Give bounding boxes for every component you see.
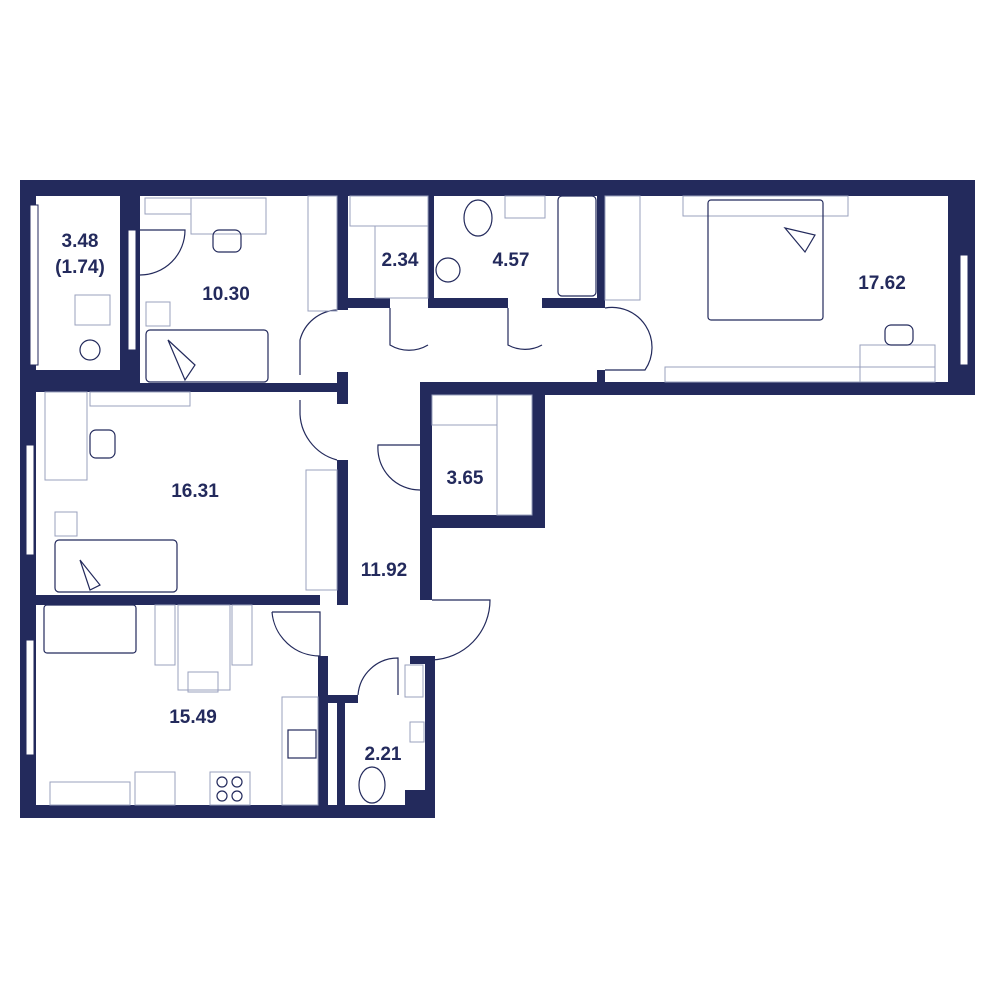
bed — [145, 329, 269, 383]
area-balcony: 3.48 — [62, 231, 99, 252]
double-bed — [707, 199, 824, 321]
bathtub — [557, 195, 597, 297]
room-labels: 3.48 (1.74) 10.30 2.34 4.57 17.62 16.31 … — [55, 231, 906, 765]
windows — [25, 204, 969, 756]
area-wardrobe-2: 3.65 — [447, 468, 484, 489]
sofa — [43, 604, 137, 654]
toilet-2 — [358, 766, 386, 804]
area-balcony-reduced: (1.74) — [55, 257, 105, 278]
sink — [287, 729, 317, 759]
area-kitchen-living: 15.49 — [169, 707, 217, 728]
plant — [79, 339, 101, 361]
doors — [139, 229, 653, 696]
area-wardrobe-1: 2.34 — [382, 250, 419, 271]
bed-2 — [54, 539, 178, 593]
washer — [435, 257, 461, 283]
area-bathroom: 4.57 — [493, 250, 530, 271]
toilet — [463, 199, 493, 237]
furniture — [43, 195, 936, 806]
area-bedroom-small: 10.30 — [202, 284, 250, 305]
chair — [212, 229, 242, 253]
area-bedroom-master: 17.62 — [858, 273, 906, 294]
area-hallway: 11.92 — [361, 560, 408, 581]
area-toilet: 2.21 — [365, 744, 402, 765]
area-bedroom-middle: 16.31 — [171, 481, 219, 502]
